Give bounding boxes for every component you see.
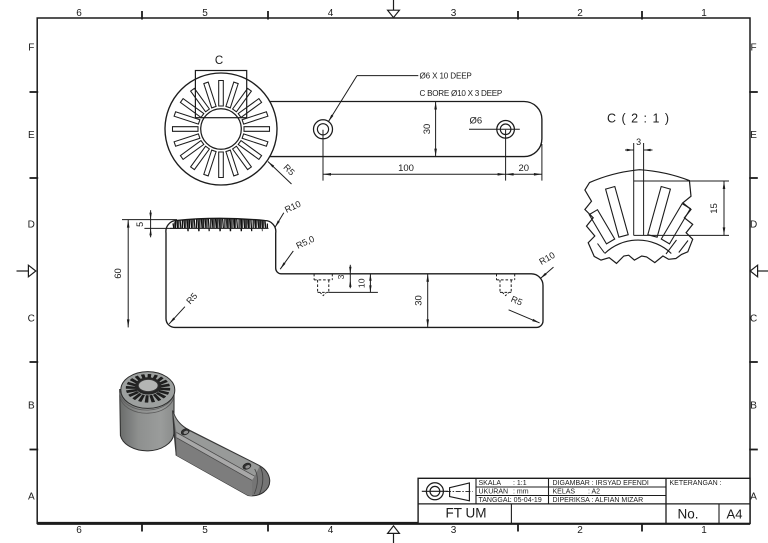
- svg-text:E: E: [750, 130, 757, 141]
- svg-text:A: A: [28, 492, 35, 503]
- svg-text:DIGAMBAR : IRSYAD EFENDI: DIGAMBAR : IRSYAD EFENDI: [553, 480, 649, 487]
- svg-text:: mm: : mm: [513, 488, 529, 495]
- svg-text:4: 4: [328, 8, 334, 19]
- svg-text:A: A: [750, 492, 757, 503]
- svg-text:KETERANGAN :: KETERANGAN :: [670, 480, 722, 487]
- svg-text:B: B: [750, 401, 757, 412]
- svg-text:C ( 2 : 1 ): C ( 2 : 1 ): [607, 112, 670, 126]
- svg-text:5: 5: [135, 222, 145, 227]
- svg-text:D: D: [750, 220, 757, 231]
- svg-text:Ø6 X 10 DEEP: Ø6 X 10 DEEP: [420, 71, 472, 80]
- svg-text:KELAS: KELAS: [553, 488, 576, 495]
- svg-text:4: 4: [328, 525, 334, 536]
- svg-text:: A2: : A2: [588, 488, 600, 495]
- svg-text:30: 30: [414, 295, 425, 306]
- svg-text:: 1:1: : 1:1: [513, 480, 527, 487]
- svg-text:3: 3: [451, 8, 457, 19]
- svg-text:6: 6: [76, 525, 82, 536]
- svg-text:DIPERIKSA : ALFIAN MIZAR: DIPERIKSA : ALFIAN MIZAR: [553, 497, 644, 504]
- svg-text:10: 10: [356, 278, 366, 288]
- svg-text:15: 15: [709, 203, 720, 214]
- svg-text:6: 6: [76, 8, 82, 19]
- svg-text:B: B: [28, 401, 35, 412]
- svg-text:SKALA: SKALA: [479, 480, 502, 487]
- svg-text:C: C: [28, 314, 35, 325]
- svg-text:F: F: [751, 43, 757, 54]
- svg-text:100: 100: [398, 163, 414, 174]
- svg-text:C: C: [215, 55, 223, 67]
- svg-text:3: 3: [336, 274, 346, 279]
- svg-text:1: 1: [701, 8, 707, 19]
- svg-text:60: 60: [113, 268, 124, 279]
- svg-text:5: 5: [202, 8, 208, 19]
- svg-text:2: 2: [577, 525, 583, 536]
- svg-text:No.: No.: [677, 507, 698, 522]
- svg-text:FT UM: FT UM: [446, 505, 487, 520]
- svg-text:UKURAN: UKURAN: [479, 488, 509, 495]
- svg-text:1: 1: [701, 525, 707, 536]
- svg-text:C: C: [750, 314, 757, 325]
- svg-text:: 05-04-19: : 05-04-19: [510, 497, 542, 504]
- svg-text:E: E: [28, 130, 35, 141]
- svg-text:D: D: [28, 220, 35, 231]
- svg-text:5: 5: [202, 525, 208, 536]
- svg-text:R5: R5: [509, 294, 524, 308]
- svg-text:30: 30: [422, 124, 433, 135]
- svg-text:A4: A4: [727, 506, 743, 521]
- svg-text:TANGGAL: TANGGAL: [479, 497, 512, 504]
- svg-text:C BORE Ø10 X 3 DEEP: C BORE Ø10 X 3 DEEP: [420, 89, 503, 98]
- svg-text:3: 3: [451, 525, 457, 536]
- svg-text:Ø6: Ø6: [469, 115, 482, 126]
- svg-text:2: 2: [577, 8, 583, 19]
- svg-text:F: F: [28, 43, 34, 54]
- svg-text:20: 20: [519, 163, 530, 174]
- svg-text:3: 3: [636, 137, 641, 147]
